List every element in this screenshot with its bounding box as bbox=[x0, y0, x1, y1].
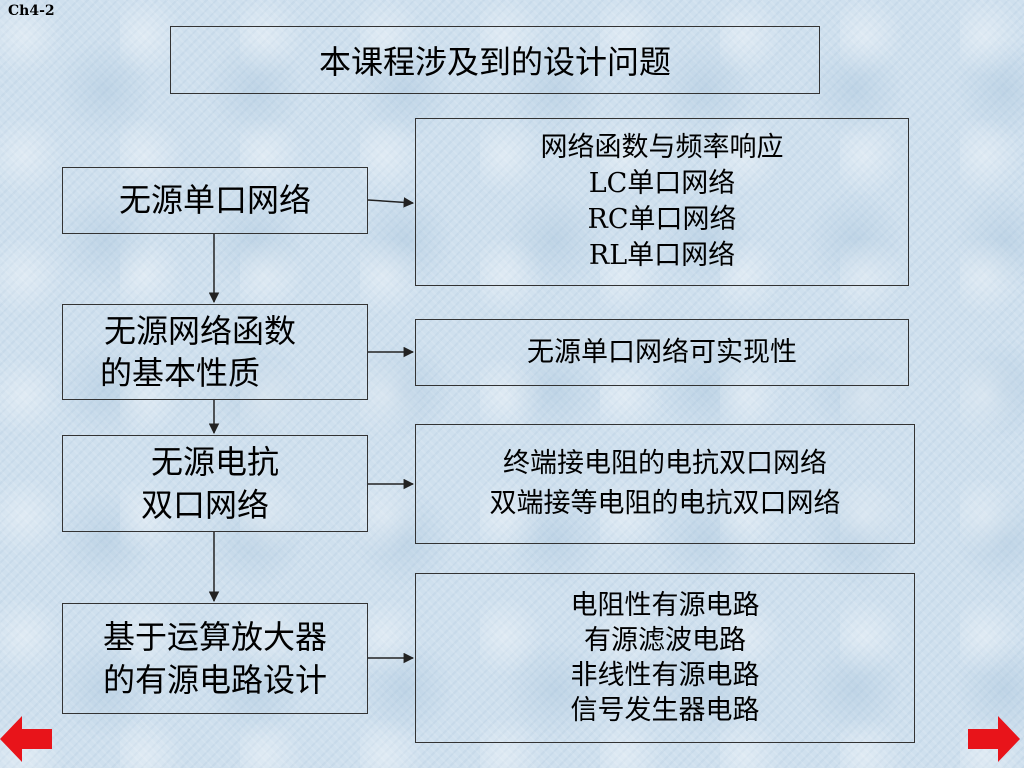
right-box-line: 双端接等电阻的电抗双口网络 bbox=[489, 488, 841, 519]
left-box-passive-network-properties: 无源网络函数 的基本性质 bbox=[62, 304, 368, 400]
right-box-line: 终端接电阻的电抗双口网络 bbox=[503, 447, 827, 479]
right-box-line: 电阻性有源电路 bbox=[570, 589, 760, 621]
right-box-line: LC单口网络 bbox=[588, 167, 736, 199]
arrow-right-icon[interactable] bbox=[966, 712, 1020, 766]
left-box-line: 的基本性质 bbox=[99, 354, 260, 392]
right-box-line: RC单口网络 bbox=[587, 204, 737, 235]
left-box-opamp-active-design: 基于运算放大器 的有源电路设计 bbox=[62, 603, 368, 714]
right-box-one-port-topics: 网络函数与频率响应 LC单口网络 RC单口网络 RL单口网络 bbox=[415, 118, 909, 286]
right-box-line: 无源单口网络可实现性 bbox=[527, 336, 797, 368]
arrow-right-1 bbox=[367, 197, 415, 208]
left-box-line: 的有源电路设计 bbox=[102, 660, 327, 699]
left-box-reactance-two-port: 无源电抗 双口网络 bbox=[62, 435, 368, 532]
left-box-passive-one-port: 无源单口网络 bbox=[62, 167, 368, 234]
right-box-active-circuit-topics: 电阻性有源电路 有源滤波电路 非线性有源电路 信号发生器电路 bbox=[415, 573, 915, 743]
right-box-line: RL单口网络 bbox=[588, 240, 736, 272]
right-box-line: 网络函数与频率响应 bbox=[540, 131, 784, 163]
left-box-line: 无源网络函数 bbox=[103, 311, 296, 350]
right-box-realizability: 无源单口网络可实现性 bbox=[415, 319, 909, 386]
left-box-line: 双口网络 bbox=[140, 485, 269, 524]
right-box-line: 非线性有源电路 bbox=[570, 660, 760, 691]
slide-title: 本课程涉及到的设计问题 bbox=[170, 26, 820, 94]
left-box-line: 无源电抗 bbox=[150, 443, 279, 482]
left-box-line: 无源单口网络 bbox=[118, 181, 311, 220]
left-box-line: 基于运算放大器 bbox=[102, 618, 327, 657]
right-box-line: 有源滤波电路 bbox=[584, 624, 746, 656]
right-box-line: 信号发生器电路 bbox=[570, 695, 760, 727]
arrow-left-icon[interactable] bbox=[0, 712, 54, 766]
slide-label: Ch4-2 bbox=[8, 3, 55, 19]
right-box-two-port-topics: 终端接电阻的电抗双口网络 双端接等电阻的电抗双口网络 bbox=[415, 424, 915, 544]
